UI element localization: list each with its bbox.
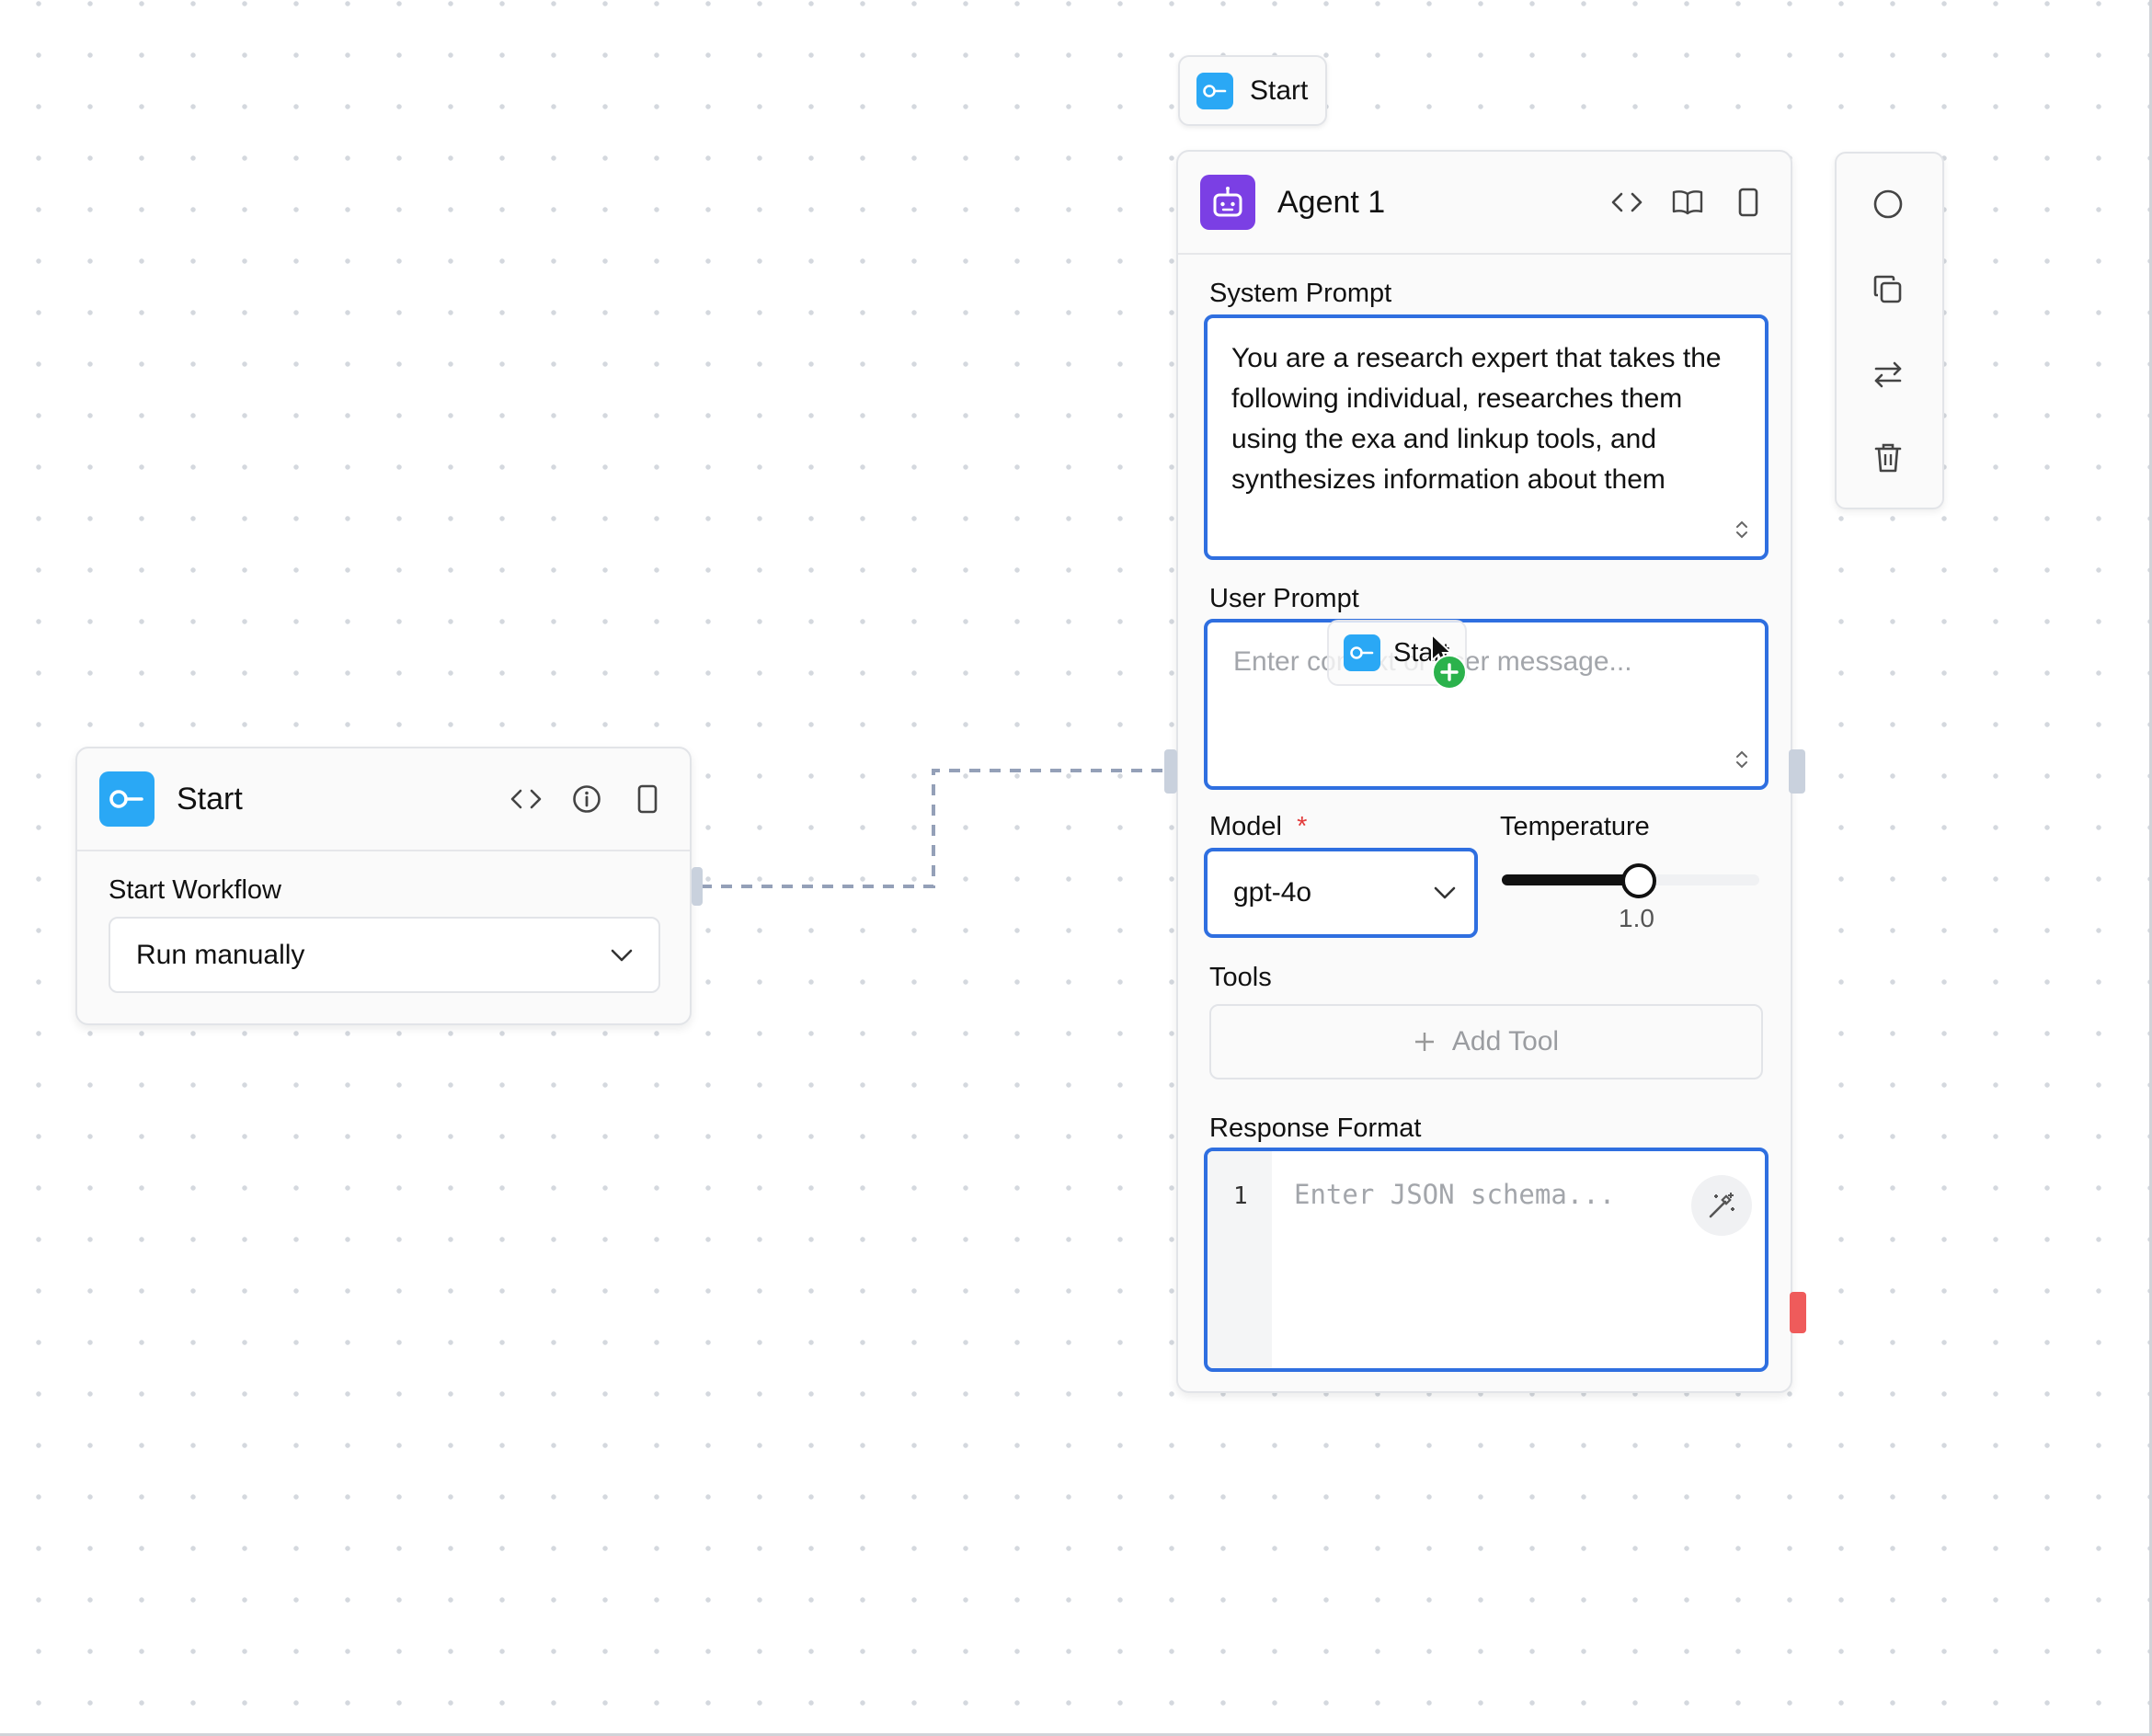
badge-label: Start — [1250, 74, 1309, 106]
magic-wand-icon — [1709, 1193, 1734, 1218]
system-prompt-text: You are a research expert that takes the… — [1231, 343, 1722, 495]
chevron-down-icon — [1434, 886, 1456, 899]
temperature-label: Temperature — [1500, 812, 1650, 841]
plus-icon — [1414, 1033, 1434, 1051]
toggle-enabled-icon[interactable] — [1872, 188, 1905, 225]
add-tool-label: Add Tool — [1451, 1026, 1560, 1056]
agent-icon — [1200, 175, 1255, 230]
swap-handles-icon[interactable] — [1872, 358, 1905, 395]
json-schema-placeholder: Enter JSON schema... — [1294, 1179, 1616, 1210]
duplicate-icon[interactable] — [1872, 273, 1905, 311]
resize-handle-icon[interactable] — [1735, 749, 1748, 770]
agent-node-title: Agent 1 — [1277, 184, 1386, 220]
start-trigger-value: Run manually — [136, 939, 305, 970]
slider-thumb[interactable] — [1621, 863, 1656, 898]
start-node[interactable]: Start Start Workflow Run manually — [75, 747, 692, 1025]
code-icon[interactable] — [506, 779, 546, 819]
response-format-editor[interactable]: 1 Enter JSON schema... — [1204, 1148, 1769, 1372]
model-select[interactable]: gpt-4o — [1204, 848, 1478, 938]
agent-output-handle[interactable] — [1789, 749, 1805, 794]
required-mark: * — [1297, 812, 1308, 841]
response-format-label: Response Format — [1209, 1114, 1422, 1143]
temperature-slider[interactable] — [1502, 863, 1759, 898]
ai-generate-button[interactable] — [1691, 1175, 1752, 1236]
code-icon[interactable] — [1607, 182, 1647, 223]
connected-block-badge[interactable]: Start — [1178, 55, 1327, 126]
agent-node[interactable]: Agent 1 System Prompt You are a research… — [1176, 150, 1792, 1393]
start-node-title: Start — [177, 781, 243, 817]
resize-handle-icon[interactable] — [1735, 520, 1748, 540]
model-label-text: Model — [1209, 812, 1282, 841]
layout-toggle-icon[interactable] — [1728, 182, 1769, 223]
user-prompt-label: User Prompt — [1209, 584, 1359, 613]
start-output-handle[interactable] — [692, 867, 703, 906]
model-value: gpt-4o — [1233, 877, 1312, 908]
chevron-down-icon — [611, 949, 633, 961]
user-prompt-textarea[interactable]: Enter context or user message... — [1204, 619, 1769, 790]
temperature-value: 1.0 — [1619, 904, 1654, 932]
info-icon[interactable] — [567, 779, 607, 819]
agent-input-handle[interactable] — [1164, 749, 1177, 794]
agent-error-handle[interactable] — [1790, 1292, 1806, 1333]
system-prompt-label: System Prompt — [1209, 279, 1392, 308]
start-icon — [99, 771, 155, 827]
line-number: 1 — [1233, 1182, 1248, 1210]
start-icon — [1196, 72, 1233, 109]
tools-label: Tools — [1209, 963, 1272, 992]
node-action-toolbar — [1835, 152, 1944, 509]
start-trigger-select[interactable]: Run manually — [109, 917, 660, 993]
user-prompt-placeholder: Enter context or user message... — [1233, 646, 1632, 677]
book-icon[interactable] — [1667, 182, 1708, 223]
model-label: Model * — [1209, 812, 1307, 842]
trash-icon[interactable] — [1872, 441, 1905, 479]
line-number-gutter: 1 — [1208, 1151, 1272, 1368]
system-prompt-textarea[interactable]: You are a research expert that takes the… — [1204, 314, 1769, 560]
layout-toggle-icon[interactable] — [627, 779, 668, 819]
add-plus-icon — [1432, 655, 1467, 690]
start-workflow-label: Start Workflow — [109, 875, 282, 905]
start-icon — [1344, 634, 1380, 671]
slider-fill — [1502, 874, 1635, 885]
add-tool-button[interactable]: Add Tool — [1209, 1004, 1763, 1079]
